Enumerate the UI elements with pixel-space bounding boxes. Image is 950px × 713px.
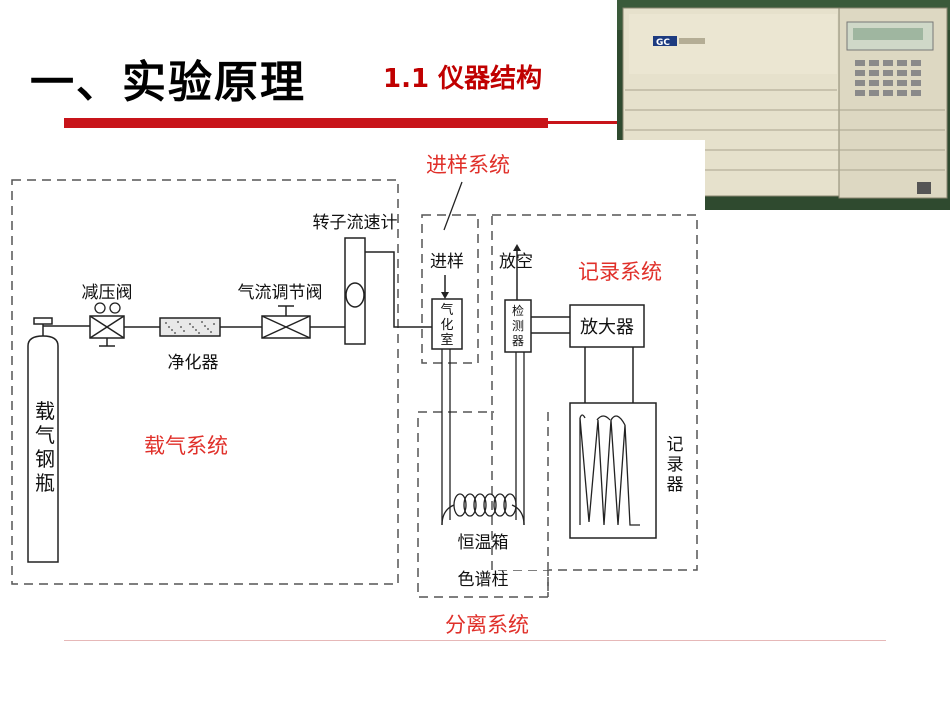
title-underline-bar xyxy=(64,118,548,128)
oven-label: 恒温箱 xyxy=(458,533,509,553)
amplifier-label: 放大器 xyxy=(580,317,634,338)
slide-subtitle: 1.1 仪器结构 xyxy=(383,64,543,94)
chromatogram-trace-icon xyxy=(579,417,640,526)
cylinder-label-4: 瓶 xyxy=(35,471,55,495)
vaporizer-box xyxy=(431,298,463,350)
recorder-label-3: 器 xyxy=(667,475,684,495)
separation-system-label: 分离系统 xyxy=(445,613,529,637)
column-coil-icon xyxy=(453,493,517,517)
injection-system-label: 进样系统 xyxy=(426,153,510,177)
recorder-label-1: 记 xyxy=(667,435,684,455)
detector-box xyxy=(504,299,532,353)
recorder-label-2: 录 xyxy=(667,455,684,475)
footer-rule xyxy=(64,640,886,641)
cylinder-label-3: 钢 xyxy=(35,447,55,471)
gc-badge-icon xyxy=(653,36,677,46)
vent-label: 放空 xyxy=(499,252,533,272)
carrier-system-box xyxy=(11,179,399,585)
pressure-valve-label: 减压阀 xyxy=(82,283,133,303)
injection-in-label: 进样 xyxy=(430,252,464,272)
recording-system-box xyxy=(491,214,698,571)
gc-badge-text: GC xyxy=(656,38,670,48)
vaporizer-label-1: 气 xyxy=(440,302,453,318)
carrier-system-label: 载气系统 xyxy=(144,434,228,458)
vent-arrow-icon xyxy=(513,244,521,251)
purifier-icon xyxy=(159,317,221,337)
rotameter-label: 转子流速计 xyxy=(313,213,398,233)
amplifier-box xyxy=(569,304,645,348)
rotameter-icon xyxy=(344,237,432,345)
column-label: 色谱柱 xyxy=(458,570,509,590)
vaporizer-label-3: 室 xyxy=(440,332,453,348)
recorder-box xyxy=(569,402,657,539)
separation-system-box xyxy=(417,411,549,598)
recording-system-label: 记录系统 xyxy=(578,260,662,284)
detector-label-3: 器 xyxy=(512,334,524,348)
flow-valve-label: 气流调节阀 xyxy=(238,283,323,303)
flow-valve-icon xyxy=(261,305,311,339)
cylinder-label-1: 载 xyxy=(35,399,55,423)
detector-label-1: 检 xyxy=(512,303,524,318)
cylinder-label-2: 气 xyxy=(35,423,55,447)
vaporizer-label-2: 化 xyxy=(440,318,453,333)
slide-title: 一、实验原理 xyxy=(30,57,306,108)
pressure-valve-icon xyxy=(89,302,125,347)
purifier-label: 净化器 xyxy=(168,353,219,373)
detector-label-2: 测 xyxy=(512,319,524,333)
injection-arrow-icon xyxy=(441,292,449,299)
